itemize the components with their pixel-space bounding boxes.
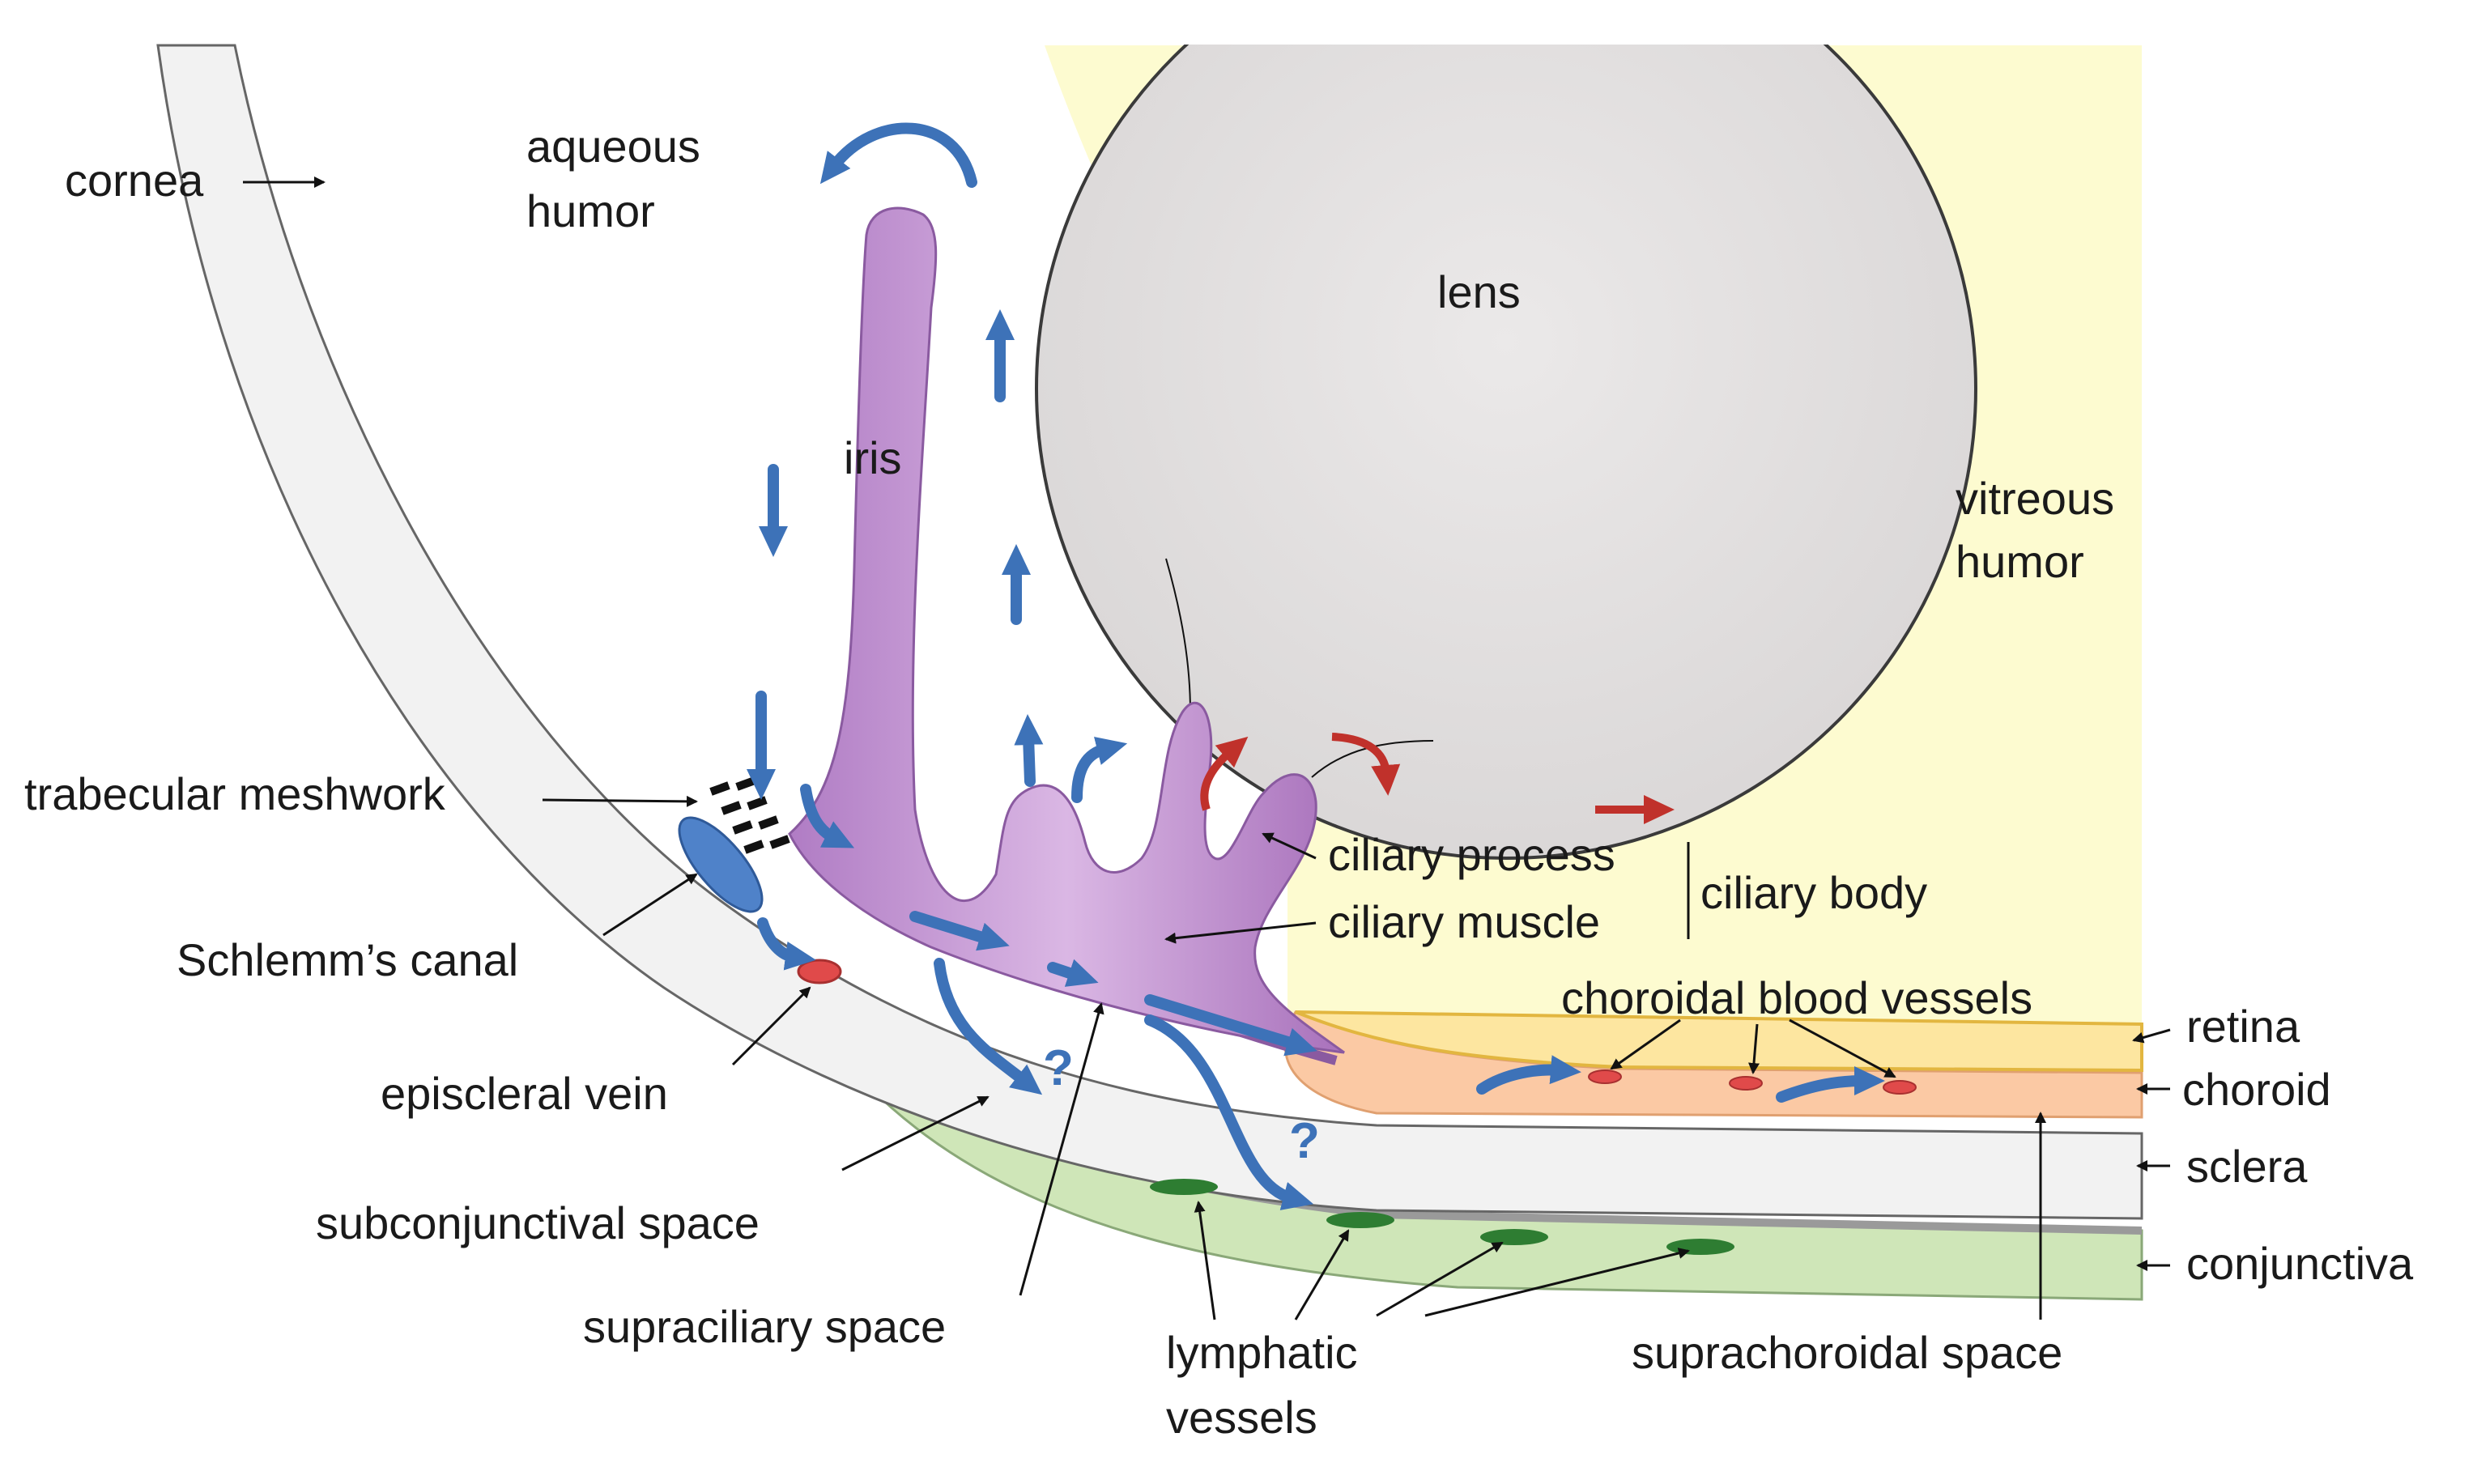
iris-and-ciliary-body [788, 206, 1345, 1054]
label-suprachoroidal-space: suprachoroidal space [1632, 1327, 2062, 1378]
zonule-fiber [1165, 558, 1191, 713]
leader-lines [243, 176, 2171, 1320]
red-arrow [1331, 733, 1401, 796]
label-ciliary-process: ciliary process [1328, 829, 1615, 880]
flow-arrow-question [934, 958, 1043, 1095]
label-aqueous-humor: humor [526, 185, 655, 236]
schlemms-canal [678, 816, 764, 913]
choroidal-vessel [1729, 1076, 1763, 1091]
question-mark: ? [1043, 1040, 1074, 1096]
aqueous-flow-arrows [747, 122, 1885, 1210]
label-ciliary-muscle: ciliary muscle [1328, 896, 1600, 947]
lens [1035, 0, 1977, 860]
flow-arrow-uveoscleral [909, 911, 1010, 951]
label-vitreous-humor: humor [1956, 536, 2084, 587]
label-ciliary-body: ciliary body [1700, 867, 1927, 918]
label-supraciliary-space: supraciliary space [583, 1301, 946, 1352]
flow-arrow-choroid [1476, 1055, 1581, 1095]
cornea-sclera-shell [156, 44, 2143, 1220]
label-sclera: sclera [2186, 1141, 2308, 1192]
label-episcleral-vein: episcleral vein [381, 1068, 668, 1119]
choroidal-vessel [1588, 1069, 1622, 1084]
flow-arrow-question [1144, 1014, 1314, 1210]
label-lymphatic-vessels: lymphatic [1166, 1327, 1358, 1378]
flow-arrow-to-canal [800, 784, 855, 848]
red-arrow [1200, 736, 1249, 811]
label-iris: iris [844, 432, 902, 483]
label-conjunctiva: conjunctiva [2186, 1238, 2414, 1289]
lymphatic-vessel [1326, 1212, 1394, 1228]
red-arrows [1200, 733, 1675, 824]
label-choroidal-blood-vessels: choroidal blood vessels [1561, 972, 2032, 1023]
label-lens: lens [1437, 266, 1521, 317]
lymphatic-vessel [1150, 1179, 1218, 1195]
lymphatic-vessel [1480, 1229, 1548, 1245]
label-trabecular-meshwork: trabecular meshwork [24, 768, 446, 819]
label-choroid: choroid [2182, 1064, 2331, 1115]
flow-arrow-to-vein [757, 917, 816, 971]
episcleral-vein [797, 959, 842, 984]
choroidal-vessel [1883, 1080, 1917, 1095]
label-schlemms-canal: Schlemm’s canal [177, 934, 518, 985]
flow-arrow-uveoscleral [1144, 994, 1317, 1057]
trabecular-meshwork [709, 776, 790, 854]
label-cornea: cornea [65, 155, 204, 206]
label-aqueous-humor: aqueous [526, 121, 700, 172]
flow-arrow-curved-top [819, 122, 977, 188]
flow-arrow-up [1014, 714, 1044, 787]
flow-arrow-choroid [1776, 1066, 1885, 1103]
flow-arrow-uveoscleral [1047, 959, 1099, 987]
label-retina: retina [2186, 1001, 2300, 1052]
question-mark: ? [1289, 1113, 1320, 1169]
flow-arrow-up [1071, 736, 1128, 803]
label-subconjunctival-space: subconjunctival space [316, 1197, 760, 1248]
label-lymphatic-vessels: vessels [1166, 1392, 1317, 1443]
label-vitreous-humor: vitreous [1956, 473, 2114, 524]
